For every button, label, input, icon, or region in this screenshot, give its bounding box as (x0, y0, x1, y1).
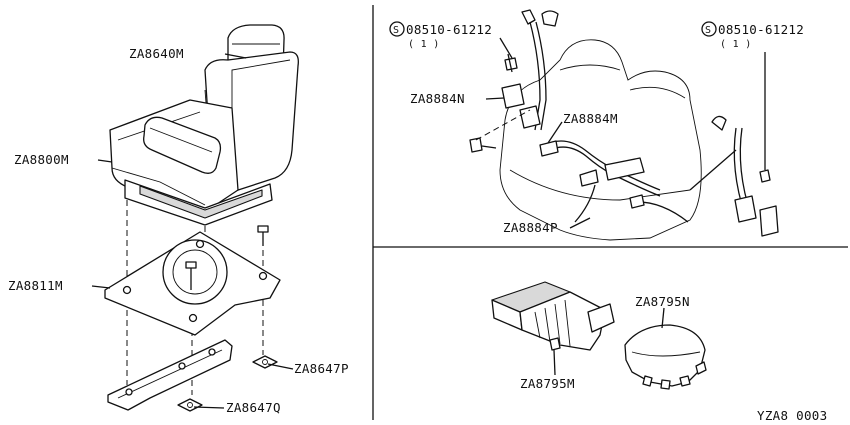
label-za8884p: ZA8884P (503, 220, 558, 235)
seat-assembly (109, 24, 299, 226)
armrest (143, 116, 222, 174)
label-za8884n: ZA8884N (410, 91, 465, 106)
cover-za8795m (491, 281, 615, 351)
rear-seat-outline (499, 39, 702, 241)
bolt-callout-right: S 08510-61212 ( 1 ) (701, 21, 804, 50)
retractor-right (734, 195, 757, 223)
label-za8795n: ZA8795N (635, 294, 690, 309)
label-bolt-left-qty: ( 1 ) (408, 39, 440, 50)
label-bolt-right-qty: ( 1 ) (720, 39, 752, 50)
label-za8640m: ZA8640M (129, 46, 184, 61)
seat-mounting-plate (104, 231, 281, 336)
label-za8647p: ZA8647P (294, 361, 349, 376)
drawing-code: YZA8 0003 (757, 408, 827, 423)
buckle-harness (539, 140, 689, 223)
cover-za8795n (624, 324, 707, 390)
bolt-symbol-right: S (705, 25, 711, 36)
seat-belt-right (689, 52, 779, 237)
label-za8884m: ZA8884M (563, 111, 618, 126)
label-za8647q: ZA8647Q (226, 400, 281, 415)
bolt-callout-left: S 08510-61212 ( 1 ) (389, 21, 513, 59)
retractor-za8884n (501, 83, 525, 109)
seat-rail-bracket (107, 339, 233, 411)
seat-belt-left (469, 9, 559, 153)
mounting-bolt (185, 225, 269, 290)
belt-guide (541, 10, 559, 27)
label-bolt-right: 08510-61212 (718, 22, 804, 37)
washer-za8647p (252, 355, 278, 369)
label-bolt-left: 08510-61212 (406, 22, 492, 37)
buckle-za8884m (539, 140, 559, 157)
label-za8795m: ZA8795M (520, 376, 575, 391)
bolt-symbol-left: S (393, 25, 399, 36)
label-za8811m: ZA8811M (8, 278, 63, 293)
label-za8800m: ZA8800M (14, 152, 69, 167)
washer-za8647q (177, 398, 203, 412)
